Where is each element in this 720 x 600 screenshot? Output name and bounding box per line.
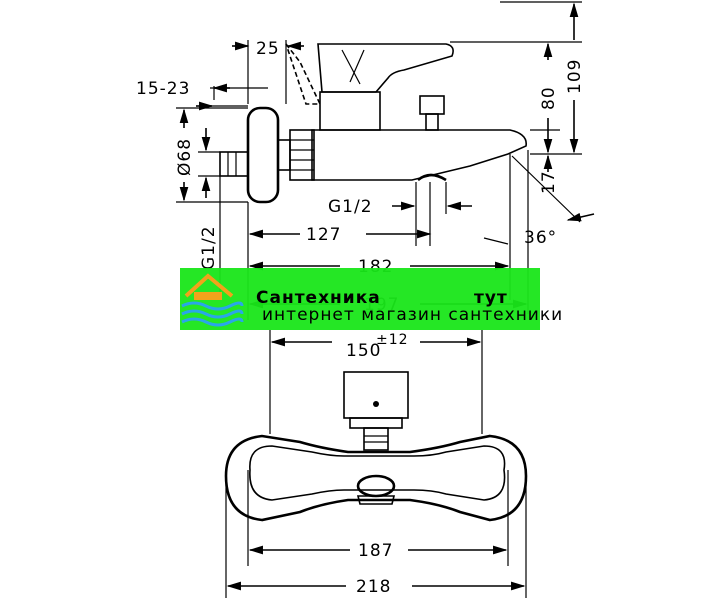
outlet-aerator: [356, 474, 396, 498]
banner-title-suffix: тут: [474, 288, 508, 308]
dim-218: 218: [356, 577, 391, 597]
dim-17: 17: [539, 170, 559, 194]
eccentric-inlet: [219, 151, 249, 177]
dim-d68: Ø68: [175, 138, 195, 176]
lever-open-outline: [285, 43, 322, 105]
lever-stem: [319, 91, 381, 131]
dim-36deg: 36°: [524, 228, 557, 248]
dim-150: 150: [346, 341, 381, 361]
banner-title: Сантехника: [256, 288, 381, 308]
lever-handle: [317, 43, 454, 93]
connector-nut: [289, 129, 315, 181]
lever-front: [343, 371, 409, 419]
dim-127: 127: [306, 225, 341, 245]
dim-80: 80: [539, 86, 559, 110]
dim-187: 187: [358, 541, 393, 561]
dim-g12-left: G1/2: [199, 225, 219, 270]
front-view: [224, 371, 528, 522]
dim-109: 109: [565, 59, 585, 94]
diverter-knob: [419, 95, 445, 115]
house-logo-icon: [181, 273, 244, 327]
dim-25: 25: [256, 39, 280, 59]
banner-subtitle: интернет магазин сантехники: [262, 305, 563, 325]
mixer-body: [224, 434, 528, 522]
side-view: [219, 43, 527, 204]
shop-banner: Сантехника тут интернет магазин сантехни…: [180, 268, 563, 330]
dim-g12-outlet: G1/2: [328, 197, 373, 217]
dim-150-tolerance: ±12: [376, 332, 409, 348]
dim-15-23: 15-23: [136, 79, 190, 99]
wall-rosette: [246, 106, 280, 204]
front-dimensions: 150 ±12 187 218: [225, 330, 527, 598]
spout-body: [311, 129, 527, 181]
